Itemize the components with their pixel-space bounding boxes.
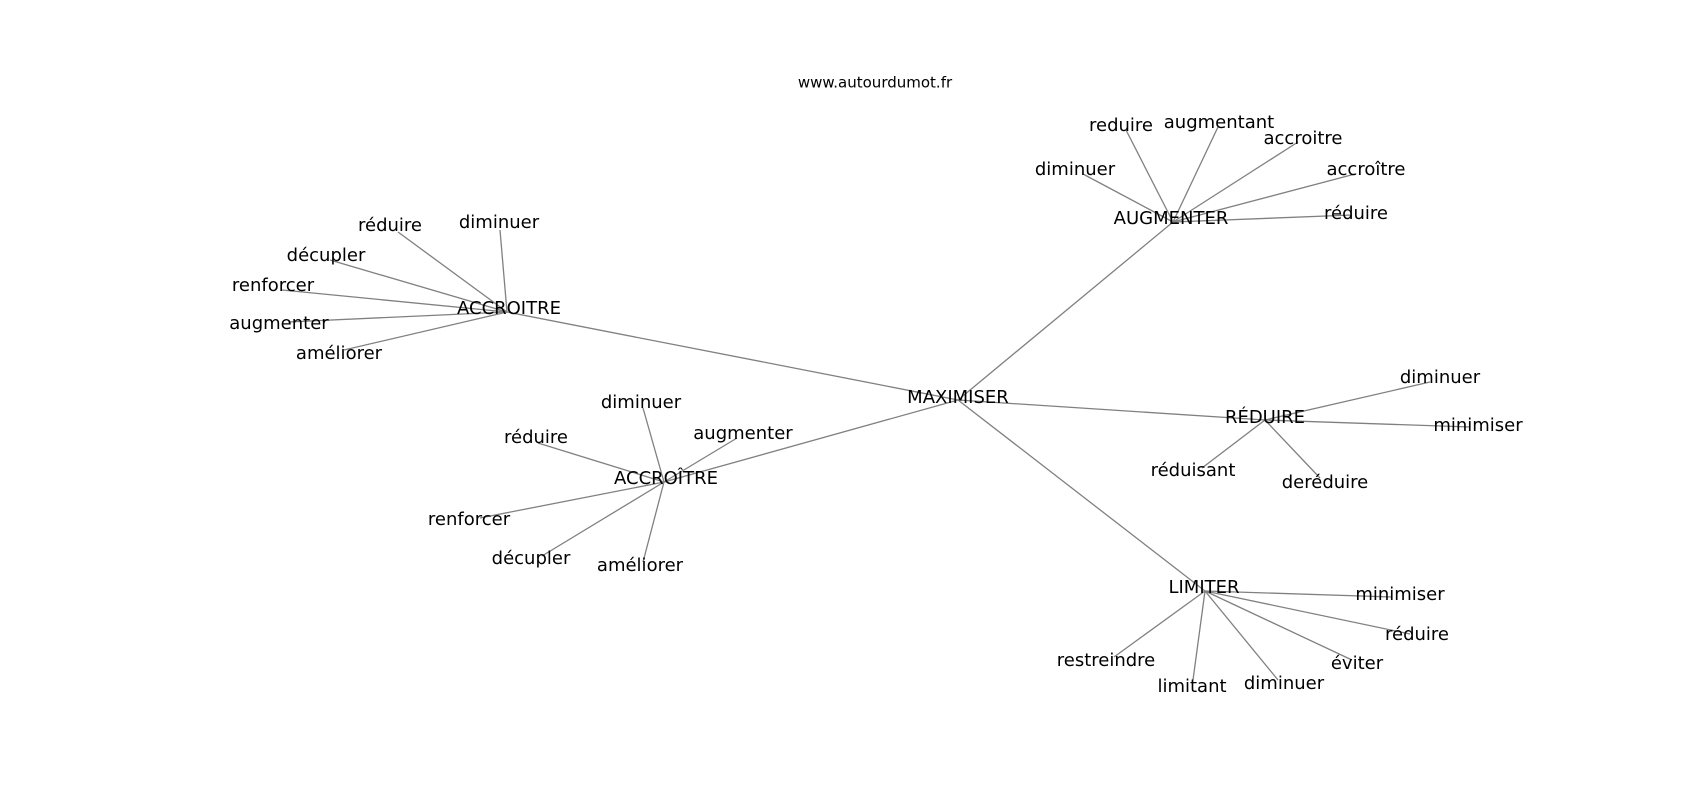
leaf-node: reduire (1089, 115, 1153, 136)
leaf-node: minimiser (1433, 415, 1523, 436)
leaf-node: augmenter (229, 313, 329, 334)
leaf-node: renforcer (232, 275, 315, 296)
leaf-node: améliorer (296, 343, 383, 364)
hub-node: ACCROÎTRE (614, 467, 718, 489)
leaf-node: diminuer (601, 392, 682, 413)
edge-hub-leaf (479, 481, 665, 519)
edge-hub-leaf (1113, 590, 1206, 658)
leaf-node: améliorer (597, 555, 684, 576)
edge-hub-leaf (1264, 419, 1321, 479)
edge-hub-leaf (1264, 419, 1471, 428)
leaf-node: réduire (1385, 624, 1449, 645)
leaf-node: restreindre (1057, 650, 1156, 671)
edge-hub-leaf (1125, 129, 1174, 223)
edge-hub-leaf (287, 311, 508, 323)
leaf-node: augmentant (1164, 112, 1274, 133)
hub-node: LIMITER (1168, 577, 1239, 598)
edge-hub-leaf (1172, 126, 1219, 223)
leaf-node: accroitre (1264, 128, 1343, 149)
edge-hub-leaf (499, 229, 508, 313)
edge-root-hub (506, 311, 959, 401)
site-watermark: www.autourdumot.fr (798, 74, 953, 92)
leaf-node: réduisant (1151, 460, 1236, 481)
edge-root-hub (957, 399, 1266, 421)
edge-hub-leaf (1172, 173, 1356, 223)
leaf-node: réduire (1324, 203, 1388, 224)
edge-hub-leaf (343, 311, 508, 351)
leaf-node: limitant (1157, 676, 1226, 697)
root-node: MAXIMISER (907, 387, 1009, 408)
edge-hub-leaf (1172, 141, 1299, 223)
leaf-node: diminuer (1400, 367, 1481, 388)
hub-node: AUGMENTER (1114, 208, 1229, 229)
edge-hub-leaf (281, 289, 508, 313)
edge-hub-leaf (1204, 590, 1393, 598)
edge-hub-leaf (1082, 173, 1174, 223)
hub-node: RÉDUIRE (1225, 406, 1305, 428)
hub-node: ACCROITRE (457, 298, 561, 319)
edge-hub-leaf (1172, 214, 1353, 223)
edge-hub-leaf (537, 442, 665, 483)
leaf-node: décupler (492, 548, 571, 569)
edge-hub-leaf (541, 481, 665, 557)
leaf-node: diminuer (459, 212, 540, 233)
edge-hub-leaf (1264, 381, 1431, 421)
edge-root-hub (957, 221, 1174, 401)
leaf-node: diminuer (1035, 159, 1116, 180)
edge-root-hub (663, 399, 959, 483)
edge-hub-leaf (1204, 590, 1279, 681)
leaf-node: réduire (358, 215, 422, 236)
leaf-node: réduire (504, 427, 568, 448)
edge-hub-leaf (1204, 590, 1411, 635)
leaf-node: minimiser (1355, 584, 1445, 605)
edge-hub-leaf (642, 407, 665, 483)
edge-hub-leaf (1192, 590, 1206, 681)
leaf-node: augmenter (693, 423, 793, 444)
edge-hub-leaf (329, 259, 508, 313)
leaf-node: éviter (1331, 653, 1384, 674)
edge-hub-leaf (663, 437, 738, 483)
leaf-node: renforcer (428, 509, 511, 530)
leaf-node: diminuer (1244, 673, 1325, 694)
edge-hub-leaf (1204, 590, 1353, 661)
edge-hub-leaf (1201, 419, 1266, 469)
leaf-node: accroître (1327, 159, 1406, 180)
leaf-node: décupler (287, 245, 366, 266)
leaf-node: deréduire (1282, 472, 1369, 493)
graph-edges (281, 126, 1471, 681)
edge-hub-leaf (642, 481, 665, 563)
edge-hub-leaf (397, 231, 508, 313)
edge-root-hub (957, 399, 1206, 592)
graph-labels: MAXIMISER ACCROITRE réduire diminuer décuple… (229, 112, 1523, 697)
